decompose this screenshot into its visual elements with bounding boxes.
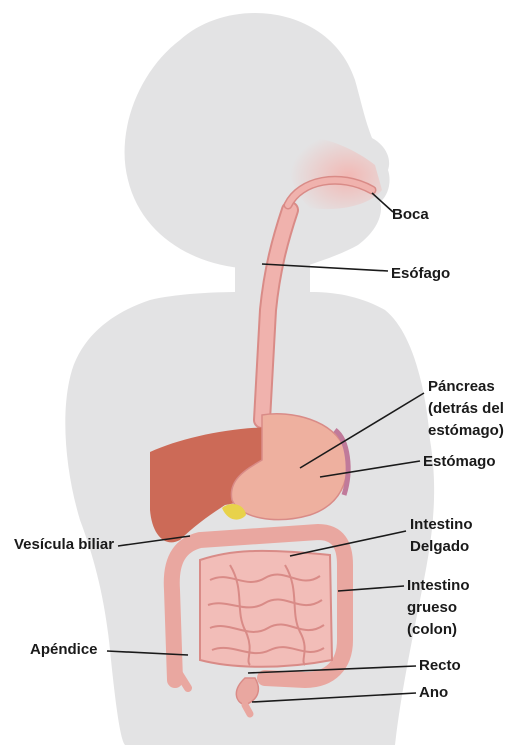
label-vesicula-biliar: Vesícula biliar	[14, 535, 114, 555]
label-boca: Boca	[392, 205, 429, 225]
label-esofago: Esófago	[391, 264, 450, 284]
label-ano: Ano	[419, 683, 448, 703]
label-intestino-grueso-line-1: Intestino	[407, 576, 470, 596]
label-intestino-delgado-line-1: Intestino	[410, 515, 473, 535]
label-pancreas-line-3: estómago)	[428, 421, 504, 441]
label-intestino-grueso-line-2: grueso	[407, 598, 457, 618]
label-intestino-grueso-line-3: (colon)	[407, 620, 457, 640]
label-pancreas-line-1: Páncreas	[428, 377, 495, 397]
small-intestine	[200, 551, 332, 667]
label-estomago: Estómago	[423, 452, 496, 472]
label-recto: Recto	[419, 656, 461, 676]
label-intestino-delgado-line-2: Delgado	[410, 537, 469, 557]
label-pancreas-line-2: (detrás del	[428, 399, 504, 419]
label-apendice: Apéndice	[30, 640, 98, 660]
